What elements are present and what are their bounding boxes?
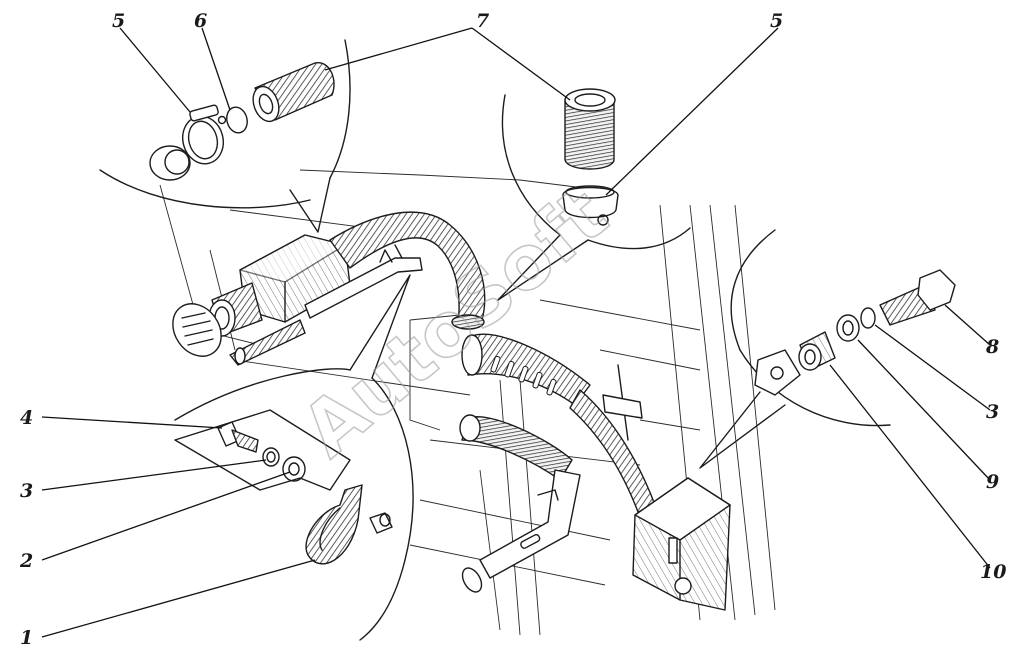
callout-left-2: 2 — [19, 550, 33, 572]
right-detail-parts — [754, 269, 956, 396]
callout-right-10: 10 — [980, 561, 1006, 583]
mounting-bracket — [602, 364, 643, 441]
lower-handle-duct — [459, 414, 581, 593]
lower-left-detail-parts — [174, 409, 393, 565]
main-duct-hose — [329, 211, 486, 330]
top-left-detail-parts — [149, 62, 335, 181]
detail-bubble-outlines — [99, 39, 891, 641]
top-right-detail-parts — [562, 88, 619, 226]
callout-top-left-5: 5 — [112, 10, 125, 32]
side-tube — [229, 244, 423, 366]
perforated-diffuser — [461, 333, 591, 406]
callout-top-7: 7 — [476, 10, 489, 32]
callout-left-1: 1 — [20, 627, 33, 649]
callout-right-8: 8 — [985, 336, 999, 358]
callout-labels: 5 6 7 5 8 3 9 10 4 3 2 1 — [19, 10, 1006, 649]
watermark-text: AutoSoft — [286, 171, 623, 473]
callout-right-3: 3 — [986, 401, 999, 423]
callout-top-6: 6 — [194, 10, 207, 32]
heater-inlet-neck — [208, 282, 263, 337]
air-grille — [172, 303, 222, 357]
callout-right-9: 9 — [986, 471, 999, 493]
callout-top-right-5: 5 — [770, 10, 783, 32]
lower-duct-hose — [569, 389, 656, 513]
callout-left-4: 4 — [20, 407, 33, 429]
leader-lines — [41, 27, 991, 638]
callout-left-3: 3 — [20, 480, 33, 502]
fan-box — [632, 477, 731, 611]
